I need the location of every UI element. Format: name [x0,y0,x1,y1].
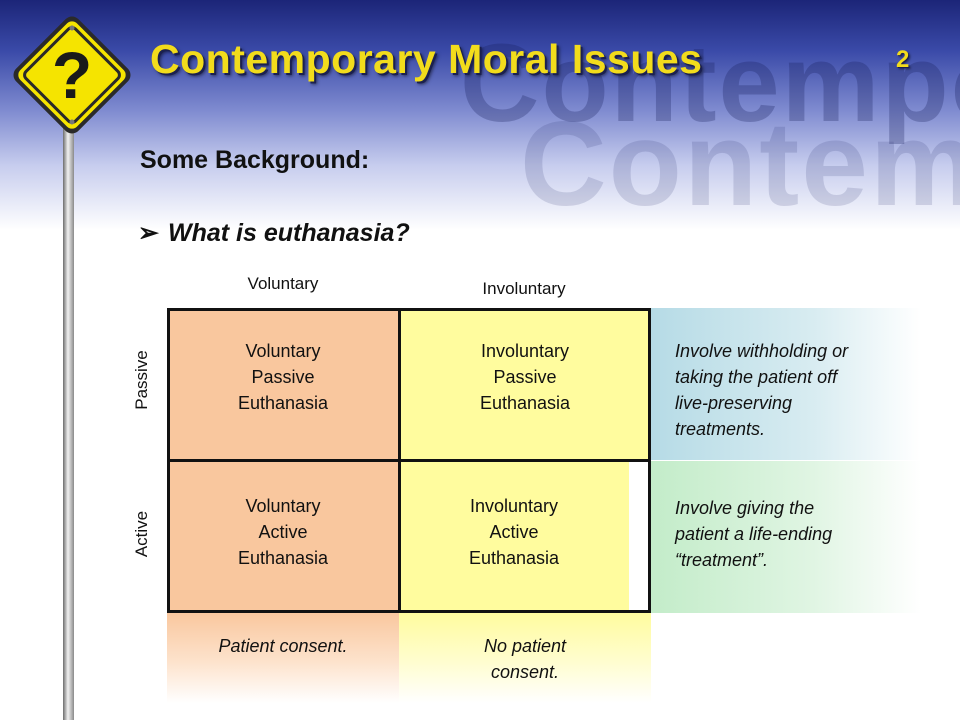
description-line: patient a life-ending [675,524,833,544]
cell-line: Euthanasia [237,548,329,568]
cell-line: Euthanasia [237,393,329,413]
arrow-bullet-icon: ➢ [138,219,159,247]
passive-description: Involve withholding or taking the patien… [651,308,921,460]
cell-line: Voluntary [245,341,321,361]
cell-line: Active [258,522,308,542]
page-number: 2 [896,46,910,73]
bullet-item: ➢ What is euthanasia? [138,218,410,248]
matrix-horizontal-divider [167,459,651,462]
header-background [0,0,960,230]
description-line: taking the patient off [675,367,838,387]
app-title: Contemporary Moral Issues [150,36,703,82]
cell-involuntary-passive: Involuntary Passive Euthanasia [399,308,651,460]
cell-line: Euthanasia [468,548,560,568]
cell-line: Involuntary [469,496,559,516]
cell-line: Active [489,522,539,542]
cell-line: Euthanasia [479,393,571,413]
question-road-sign-icon: ? [13,16,131,134]
cell-line: Passive [251,367,315,387]
consent-involuntary: No patient consent. [399,613,651,703]
cell-text: Voluntary Active Euthanasia [238,493,328,571]
consent-line: consent. [490,662,560,682]
description-line: Involve giving the [675,498,815,518]
cell-voluntary-passive: Voluntary Passive Euthanasia [167,308,399,460]
column-header-voluntary: Voluntary [247,274,319,293]
consent-line: No patient [483,636,567,656]
cell-involuntary-active: Involuntary Active Euthanasia [399,461,629,613]
row-header-passive: Passive [132,350,151,410]
cell-text: Involuntary Passive Euthanasia [480,338,570,416]
consent-line: Patient consent. [218,636,348,656]
sign-pole [63,110,74,720]
description-line: treatments. [675,419,766,439]
description-line: live-preserving [675,393,793,413]
cell-line: Voluntary [245,496,321,516]
cell-voluntary-active: Voluntary Active Euthanasia [167,461,399,613]
cell-text: Voluntary Passive Euthanasia [238,338,328,416]
cell-line: Passive [493,367,557,387]
active-description: Involve giving the patient a life-ending… [651,461,921,613]
sign-glyph: ? [52,38,92,112]
description-line: “treatment”. [675,550,769,570]
header-watermark-echo: Contemporary Moral [520,97,960,231]
consent-voluntary: Patient consent. [167,613,399,703]
header-watermark: Contemporary Moral [460,22,960,145]
cell-line: Involuntary [480,341,570,361]
cell-text: Involuntary Active Euthanasia [469,493,559,571]
bullet-text: What is euthanasia? [168,219,410,247]
row-header-active: Active [132,510,151,558]
column-header-involuntary: Involuntary [482,279,566,298]
section-title: Some Background: [140,146,370,174]
description-line: Involve withholding or [675,341,849,361]
